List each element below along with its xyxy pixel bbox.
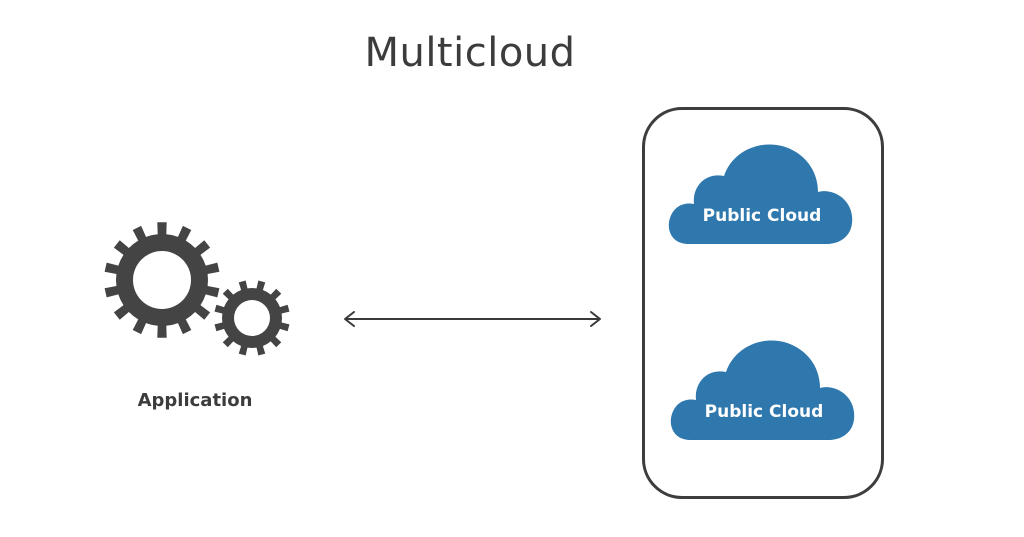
small-gear-icon bbox=[214, 280, 290, 356]
diagram-title: Multicloud bbox=[364, 30, 576, 76]
gear-hole bbox=[133, 251, 191, 309]
application-label: Application bbox=[137, 390, 253, 411]
bidirectional-arrow-icon bbox=[344, 311, 601, 327]
large-gear-icon bbox=[104, 222, 220, 338]
cloud-icon bbox=[670, 340, 855, 440]
public-cloud-2: Public Cloud bbox=[668, 334, 860, 444]
cloud-label: Public Cloud bbox=[704, 402, 824, 422]
cloud-icon bbox=[668, 144, 853, 244]
public-cloud-1: Public Cloud bbox=[666, 138, 858, 248]
cloud-group-box bbox=[642, 107, 884, 499]
cloud-label: Public Cloud bbox=[702, 206, 822, 226]
gears-icon bbox=[104, 222, 290, 356]
gear-hole bbox=[234, 300, 270, 336]
